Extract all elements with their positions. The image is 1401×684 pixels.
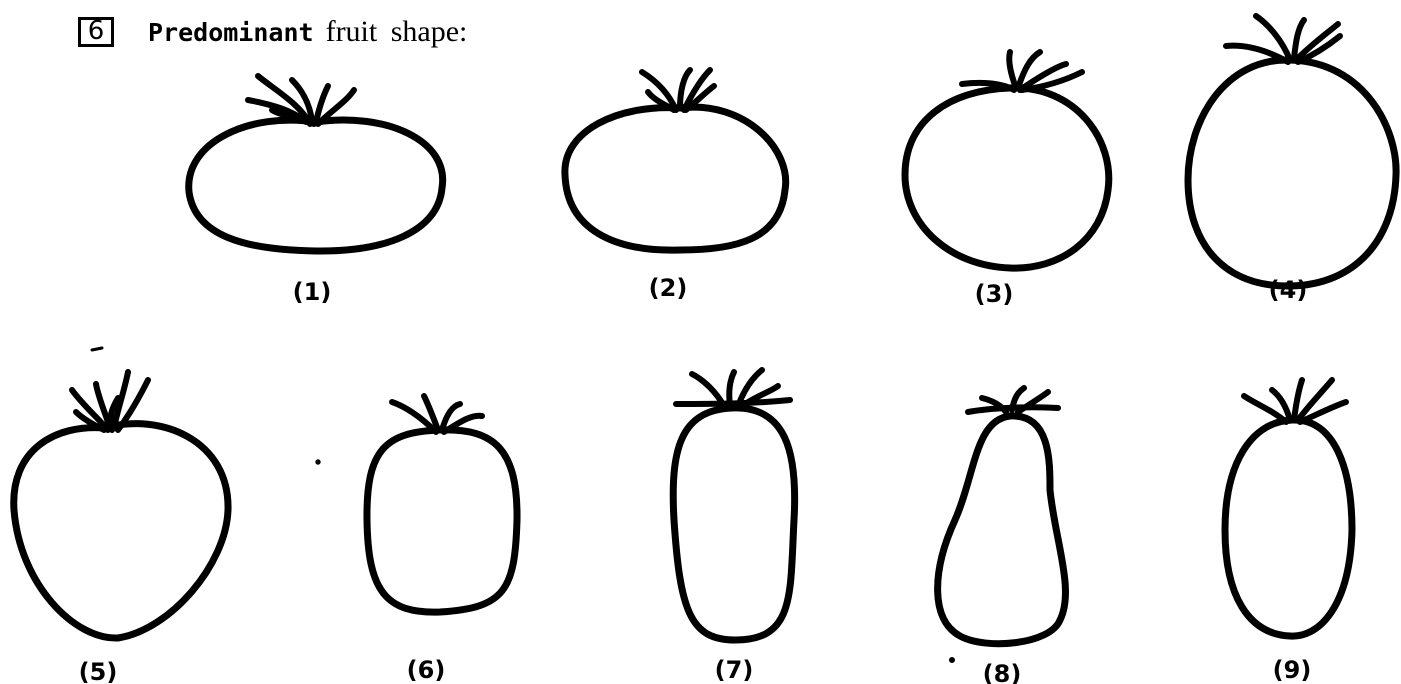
shape-label-8: (8) <box>983 660 1022 684</box>
fruit-outline-5 <box>14 424 228 638</box>
shape-label-7: (7) <box>715 656 754 684</box>
shape-label-6: (6) <box>407 656 446 684</box>
shape-5: (5) <box>14 372 228 684</box>
shape-2: (2) <box>565 70 786 302</box>
shape-9: (9) <box>1225 380 1352 684</box>
calyx-6 <box>392 396 482 432</box>
calyx-7 <box>676 370 790 406</box>
shape-label-4: (4) <box>1269 276 1308 304</box>
shape-label-3: (3) <box>975 280 1014 308</box>
shape-7: (7) <box>673 370 794 684</box>
shape-8: (8) <box>938 388 1066 684</box>
shape-label-2: (2) <box>649 274 688 302</box>
shape-label-5: (5) <box>79 658 118 684</box>
shape-4: (4) <box>1188 16 1396 304</box>
fruit-outline-8 <box>938 416 1066 644</box>
scan-specks <box>92 348 954 662</box>
calyx-2 <box>642 70 714 110</box>
calyx-8 <box>968 388 1058 412</box>
shape-1: (1) <box>189 76 443 306</box>
shape-label-1: (1) <box>293 278 332 306</box>
calyx-4 <box>1226 16 1340 62</box>
fruit-outline-1 <box>189 120 443 251</box>
fruit-outline-9 <box>1225 420 1352 636</box>
shape-3: (3) <box>905 52 1109 308</box>
shape-6: (6) <box>367 396 517 684</box>
calyx-3 <box>962 52 1082 90</box>
calyx-9 <box>1244 380 1346 422</box>
fruit-outline-6 <box>367 430 517 612</box>
fruit-outline-2 <box>565 107 786 250</box>
fruit-outline-3 <box>905 88 1109 268</box>
fruit-outline-7 <box>673 408 794 640</box>
fruit-outline-4 <box>1188 60 1396 286</box>
shape-label-9: (9) <box>1273 656 1312 684</box>
